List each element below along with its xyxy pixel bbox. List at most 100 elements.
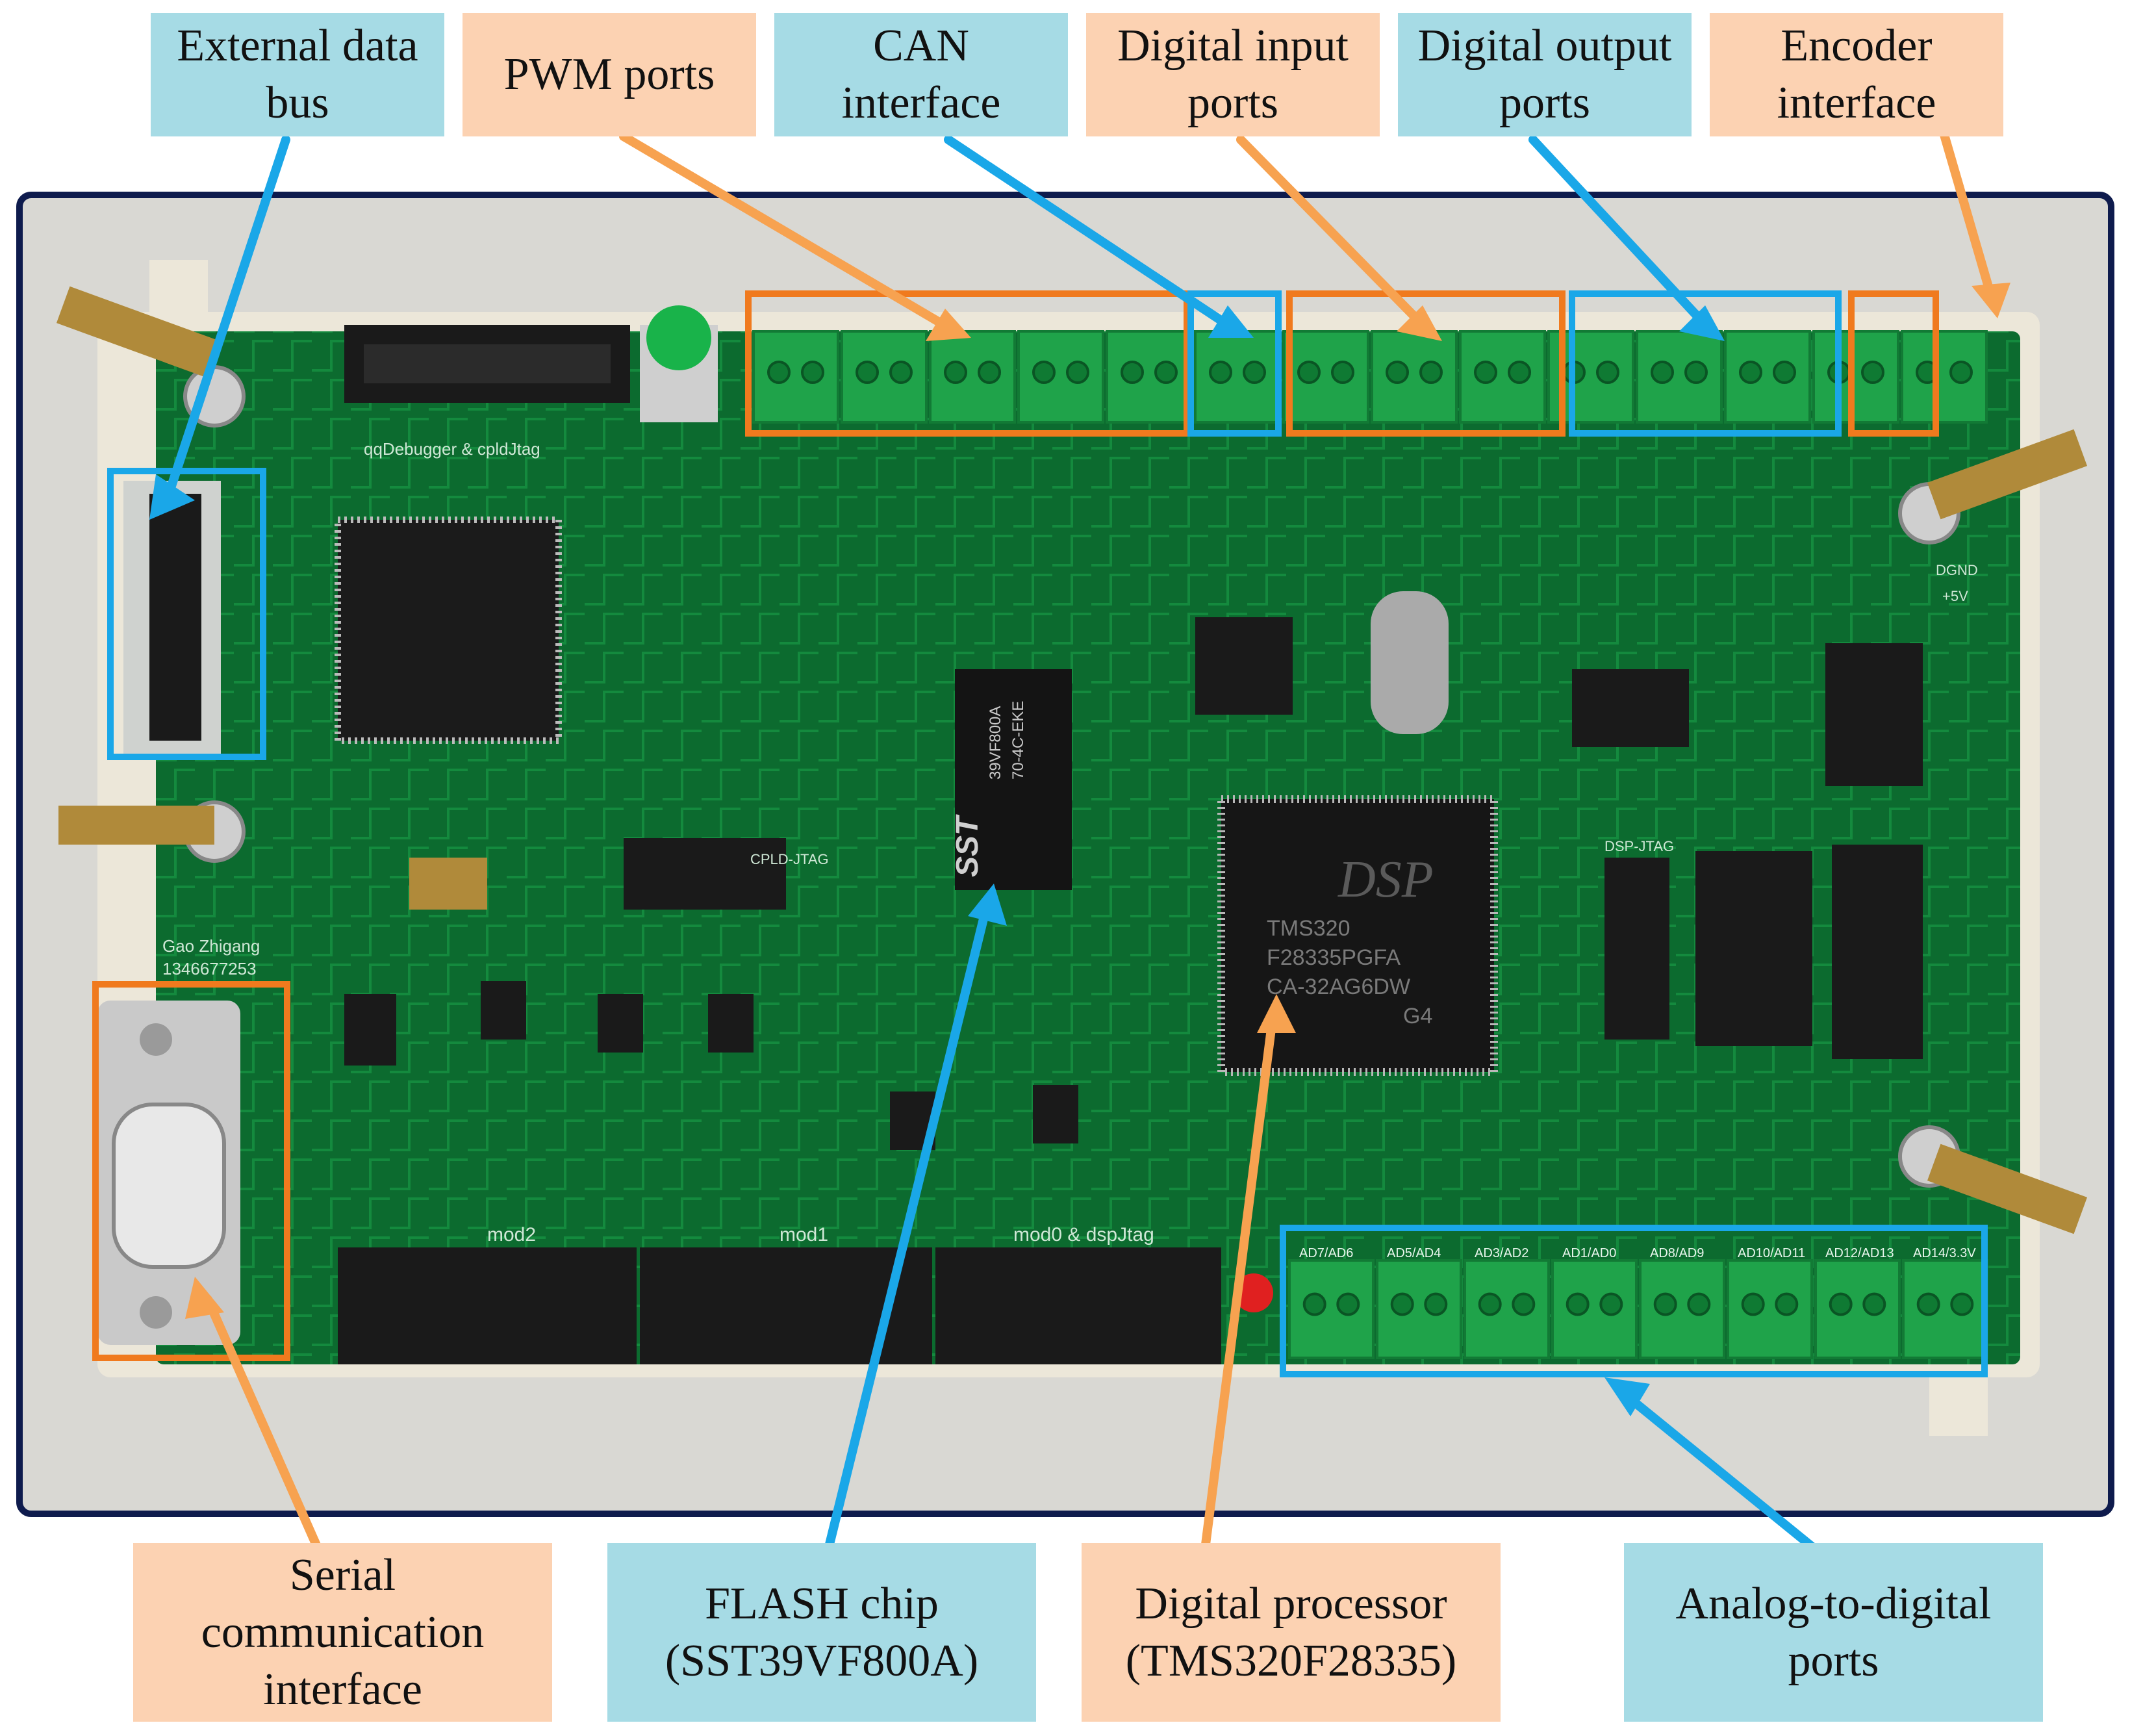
mod2-silkscreen: mod2 — [487, 1224, 536, 1245]
label-can-interface: CAN interface — [774, 13, 1068, 136]
terminal-screw — [1862, 1292, 1886, 1316]
bottom-terminal — [1464, 1259, 1550, 1359]
terminal-screw — [1336, 1292, 1360, 1316]
terminal-screw — [1032, 361, 1056, 384]
terminal-screw — [1508, 361, 1531, 384]
bottom-terminal — [1639, 1259, 1725, 1359]
bottom-box-headers — [338, 1247, 1221, 1364]
author-silkscreen: Gao Zhigang — [162, 936, 260, 956]
terminal-screw — [1066, 361, 1089, 384]
top-terminal — [841, 330, 928, 424]
green-button — [646, 305, 711, 370]
top-terminal — [1812, 330, 1899, 424]
top-terminal — [1371, 330, 1458, 424]
terminal-screw — [1687, 1292, 1711, 1316]
terminal-screw — [1512, 1292, 1536, 1316]
terminal-screw — [1478, 1292, 1502, 1316]
top-terminal — [929, 330, 1016, 424]
arrow-digital-input — [1236, 135, 1430, 333]
terminal-screw — [1302, 1292, 1326, 1316]
bottom-terminal — [1814, 1259, 1901, 1359]
pcb-board — [156, 331, 2020, 1364]
terminal-screw — [1775, 1292, 1799, 1316]
adc-box — [1280, 1225, 1988, 1377]
top-terminal — [1106, 330, 1193, 424]
adc-silkscreen-label: AD5/AD4 — [1387, 1246, 1441, 1260]
arrow-can — [944, 135, 1242, 336]
label-digital-input-ports: Digital input ports — [1086, 13, 1380, 136]
crystal — [409, 858, 487, 910]
terminal-screw — [1390, 1292, 1414, 1316]
flash-chip — [955, 669, 1072, 890]
terminal-screw — [856, 361, 879, 384]
label-external-data-bus: External data bus — [151, 13, 444, 136]
digital-output-box — [1569, 290, 1842, 437]
terminal-screw — [1599, 1292, 1623, 1316]
terminal-screw — [1741, 1292, 1765, 1316]
terminal-screw — [1653, 1292, 1677, 1316]
terminal-screw — [1121, 361, 1144, 384]
label-flash-chip: FLASH chip (SST39VF800A) — [607, 1543, 1036, 1722]
top-terminal — [1194, 330, 1281, 424]
arrow-adc — [1619, 1389, 1820, 1554]
bottom-terminal — [1727, 1259, 1813, 1359]
terminal-screw — [1424, 1292, 1448, 1316]
bottom-terminal — [1288, 1259, 1375, 1359]
label-digital-output-ports: Digital output ports — [1398, 13, 1692, 136]
label-digital-processor: Digital processor (TMS320F28335) — [1082, 1543, 1501, 1722]
terminal-screw — [1829, 1292, 1853, 1316]
terminal-screw — [889, 361, 913, 384]
db9-connector — [112, 1103, 226, 1269]
serial-box — [92, 981, 290, 1361]
arrow-pwm — [619, 132, 959, 336]
arrow-flash — [824, 899, 992, 1554]
terminal-screw — [1154, 361, 1178, 384]
adc-silkscreen-label: AD14/3.3V — [1913, 1246, 1976, 1260]
phone-silkscreen: 1346677253 — [162, 959, 257, 978]
can-box — [1187, 290, 1282, 437]
terminal-screw — [1596, 361, 1619, 384]
terminal-screw — [801, 361, 824, 384]
arrow-digital-output — [1528, 135, 1713, 333]
plus5v-silkscreen: +5V — [1942, 588, 1968, 604]
label-encoder-interface: Encoder interface — [1710, 13, 2003, 136]
terminal-screw — [944, 361, 967, 384]
terminal-screw — [1331, 361, 1354, 384]
flash-part-number: 39VF800A — [987, 706, 1004, 780]
terminal-screw — [1861, 361, 1884, 384]
mod0-silkscreen: mod0 & dspJtag — [1013, 1224, 1154, 1245]
dsp-marking-2: F28335PGFA — [1267, 945, 1401, 970]
terminal-screw — [1684, 361, 1708, 384]
adc-silkscreen-label: AD7/AD6 — [1299, 1246, 1353, 1260]
dgnd-silkscreen: DGND — [1936, 562, 1978, 578]
bottom-terminal — [1376, 1259, 1462, 1359]
terminal-screw — [1739, 361, 1762, 384]
dsp-marking-4: G4 — [1403, 1004, 1432, 1028]
terminal-screw — [767, 361, 791, 384]
adc-silkscreen-label: AD8/AD9 — [1650, 1246, 1704, 1260]
arrow-external-bus — [164, 135, 290, 498]
terminal-screw — [1386, 361, 1409, 384]
terminal-screw — [1209, 361, 1232, 384]
flash-lot-code: 70-4C-EKE — [1009, 701, 1027, 780]
terminal-screw — [978, 361, 1001, 384]
arrow-encoder — [1934, 112, 1996, 300]
terminal-screw — [1474, 361, 1497, 384]
terminal-screw — [1949, 361, 1973, 384]
arrow-heads — [149, 283, 2010, 1416]
dsp-marking-3: CA-32AG6DW — [1267, 975, 1410, 999]
terminal-screw — [1651, 361, 1674, 384]
top-terminal — [1282, 330, 1369, 424]
top-terminal — [1017, 330, 1104, 424]
terminal-screw — [1243, 361, 1266, 384]
dsp-logo-text: DSP — [1338, 851, 1434, 908]
adc-silkscreen-label: AD3/AD2 — [1475, 1246, 1528, 1260]
dsp-jtag-silkscreen: DSP-JTAG — [1604, 838, 1674, 854]
standoffs — [56, 286, 2088, 1234]
encoder-box — [1848, 290, 1939, 437]
label-analog-to-digital-ports: Analog-to-digital ports — [1624, 1543, 2043, 1722]
top-terminal — [752, 330, 839, 424]
terminal-screw — [1773, 361, 1796, 384]
